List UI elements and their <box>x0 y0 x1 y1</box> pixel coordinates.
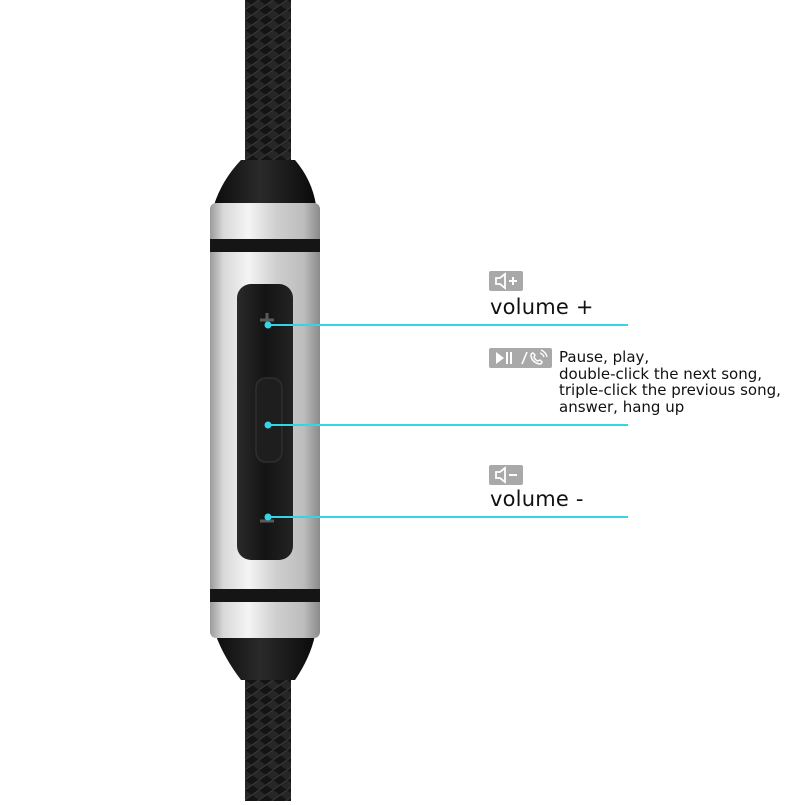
speaker-plus-icon <box>489 271 523 291</box>
cable-top <box>245 0 291 170</box>
volume-up-label: volume + <box>490 295 594 319</box>
play-pause-description-line: triple-click the previous song, <box>559 381 781 399</box>
center-button <box>255 377 283 463</box>
cable-bottom <box>245 670 291 801</box>
strain-relief-top <box>214 160 316 205</box>
play-pause-phone-icon <box>489 348 552 368</box>
speaker-minus-icon <box>489 465 523 485</box>
play-pause-description: Pause, play, double-click the next song,… <box>559 349 781 415</box>
volume-down-label: volume - <box>490 487 584 511</box>
housing-ring-bottom <box>210 589 320 602</box>
play-pause-description-line: double-click the next song, <box>559 364 762 383</box>
strain-relief-bottom <box>214 630 316 680</box>
play-pause-description-line: Pause, play, <box>559 348 650 366</box>
housing-ring-top <box>210 239 320 252</box>
play-pause-description-line: answer, hang up <box>559 397 685 416</box>
